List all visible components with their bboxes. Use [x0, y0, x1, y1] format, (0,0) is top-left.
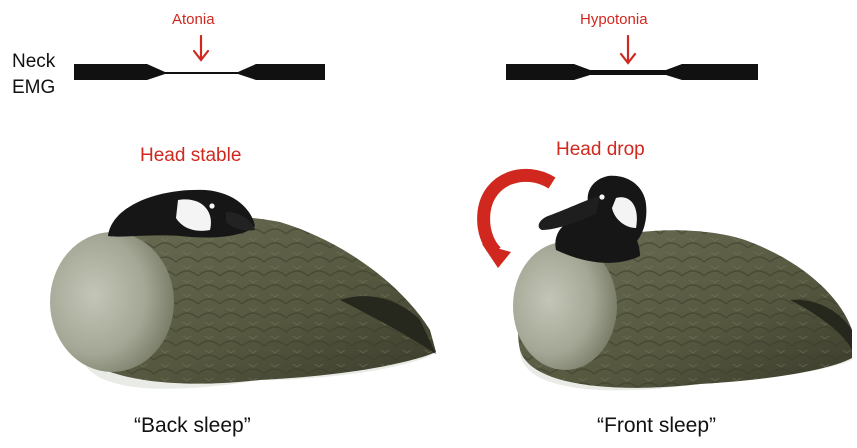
- goose-back-sleep: [50, 190, 436, 389]
- goose-front-sleep: [513, 176, 852, 391]
- down-arrow-icon: [621, 36, 635, 63]
- emg-trace-hypotonia: [506, 64, 758, 80]
- emg-trace-atonia: [74, 64, 325, 80]
- down-arrow-icon: [194, 36, 208, 60]
